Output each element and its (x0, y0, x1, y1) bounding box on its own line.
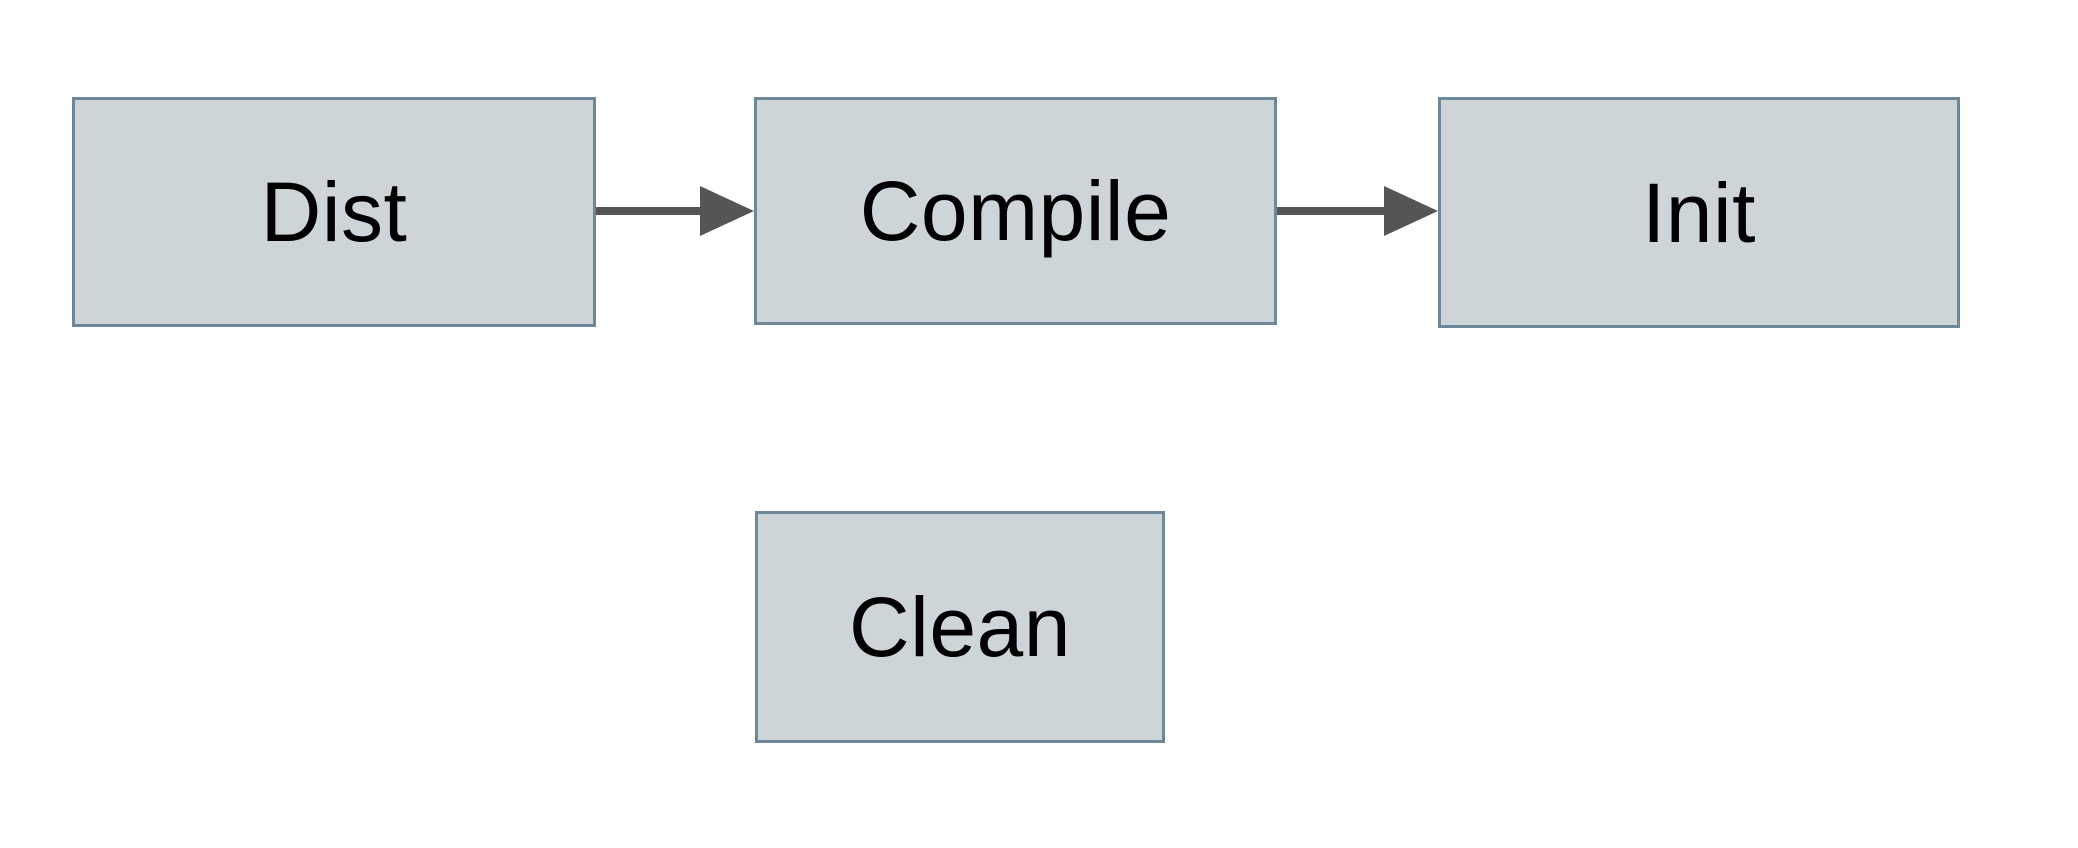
edge-dist-compile (596, 186, 754, 236)
node-compile-label: Compile (859, 164, 1172, 258)
node-clean[interactable]: Clean (755, 511, 1165, 743)
node-compile[interactable]: Compile (754, 97, 1277, 325)
node-dist-label: Dist (260, 165, 408, 259)
node-clean-label: Clean (849, 580, 1071, 674)
node-init[interactable]: Init (1438, 97, 1960, 328)
node-dist[interactable]: Dist (72, 97, 596, 327)
edge-compile-init (1277, 186, 1438, 236)
node-init-label: Init (1641, 165, 1757, 260)
